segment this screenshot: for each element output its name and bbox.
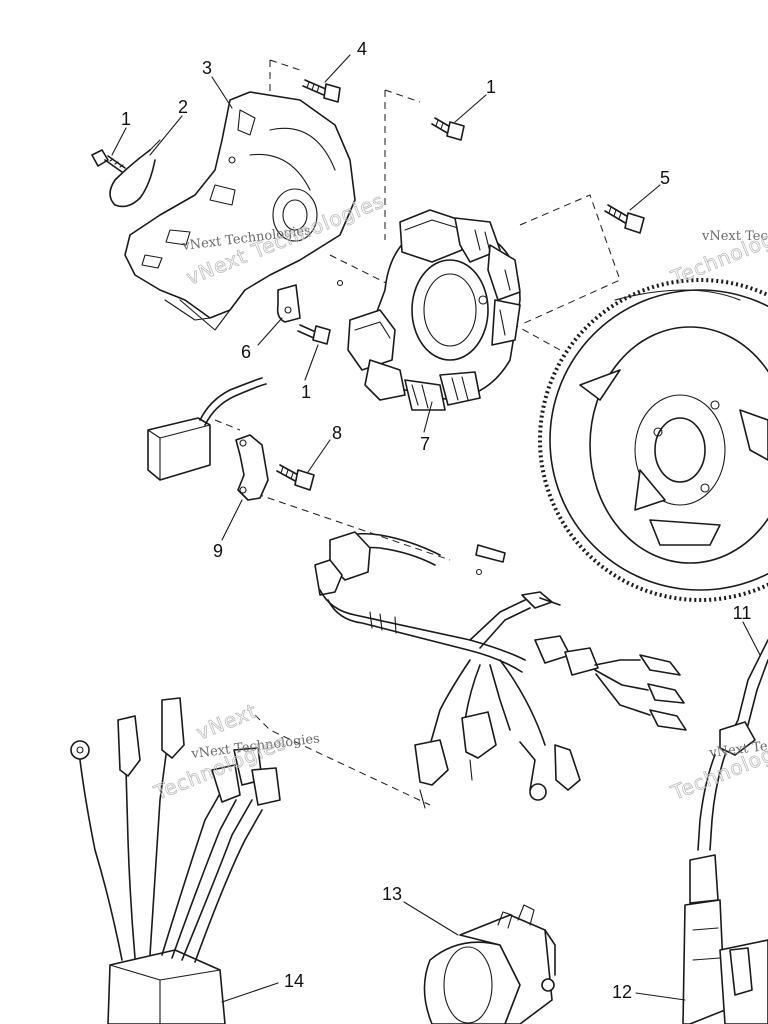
- callout-1: 1: [121, 109, 131, 129]
- flywheel: [538, 278, 768, 602]
- callout-9: 9: [213, 541, 223, 561]
- leader-lines: [111, 54, 761, 1003]
- callout-13: 13: [382, 884, 402, 904]
- bolt-1-mid: [297, 324, 331, 345]
- small-bracket: [276, 284, 301, 323]
- callout-6: 6: [241, 342, 251, 362]
- regulator-module: [70, 697, 281, 1024]
- ignition-coil: [682, 639, 768, 1024]
- bolt-5: [604, 204, 645, 234]
- starter-solenoid: [423, 904, 556, 1024]
- bolt-8: [276, 464, 315, 491]
- stator-coil: [347, 209, 521, 411]
- callout-1b: 1: [486, 77, 496, 97]
- callout-2: 2: [178, 97, 188, 117]
- bolt-1-left: [91, 149, 126, 173]
- callout-4: 4: [357, 39, 367, 59]
- wire-harness: [314, 531, 687, 809]
- callout-11: 11: [733, 603, 752, 623]
- callout-14: 14: [284, 971, 304, 991]
- callout-1c: 1: [301, 382, 311, 402]
- bolt-1-top: [431, 117, 465, 141]
- pickup-sensor: [147, 377, 269, 501]
- watermark-outline: vNext: [193, 699, 261, 745]
- callout-labels: 1 2 3 4 1 5 6 1 7 8 9 11 13 14 12: [121, 39, 751, 1002]
- callout-8: 8: [332, 423, 342, 443]
- callout-7: 7: [420, 434, 430, 454]
- bolt-4: [302, 79, 341, 103]
- stator-plate: [124, 91, 356, 331]
- watermark-text: vNext Technologies: [701, 229, 768, 244]
- callout-12: 12: [612, 982, 632, 1002]
- wire-clip: [109, 139, 161, 208]
- watermark-outline: Technologies: [667, 215, 768, 290]
- callout-5: 5: [660, 168, 670, 188]
- callout-3: 3: [202, 58, 212, 78]
